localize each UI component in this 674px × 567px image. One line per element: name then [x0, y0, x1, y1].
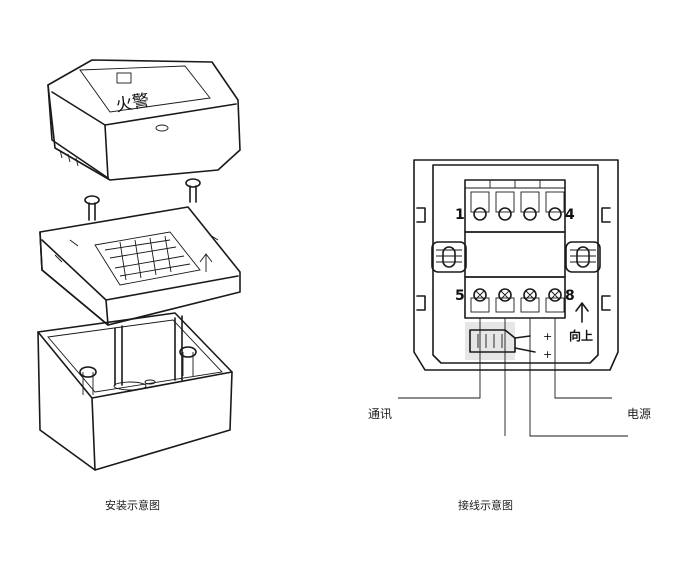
terminal-block-top: 1 4 — [455, 179, 575, 233]
oval-holes — [431, 241, 601, 273]
mounting-slots — [416, 207, 611, 311]
center-body — [464, 231, 566, 278]
top-cover: 火警 — [47, 59, 241, 181]
terminal-label-4: 4 — [565, 207, 575, 223]
installation-caption: 安装示意图 — [105, 498, 160, 512]
wiring-caption: 接线示意图 — [458, 498, 513, 512]
housing-outline — [413, 159, 619, 371]
up-direction-label: 向上 — [569, 328, 593, 343]
back-box — [37, 312, 233, 471]
up-direction: 向上 — [569, 302, 593, 343]
base-plate — [39, 206, 241, 326]
comm-label: 通讯 — [368, 407, 392, 421]
installation-diagram: 火警 — [37, 59, 241, 512]
plus-mark: + — [543, 330, 552, 343]
cover-fire-text: 火警 — [114, 91, 151, 117]
wiring-diagram: 1 4 5 8 + — [368, 159, 651, 512]
terminal-label-8: 8 — [565, 288, 575, 304]
terminal-label-5: 5 — [455, 288, 465, 304]
lead-lines — [398, 318, 628, 437]
plus-mark: + — [543, 348, 552, 361]
terminal-block-bottom: 5 8 — [455, 276, 575, 319]
terminal-label-1: 1 — [455, 207, 465, 223]
screws — [84, 178, 201, 221]
power-label: 电源 — [627, 407, 651, 421]
mounting-pins — [114, 315, 183, 386]
wire-connector: + + — [465, 322, 552, 361]
